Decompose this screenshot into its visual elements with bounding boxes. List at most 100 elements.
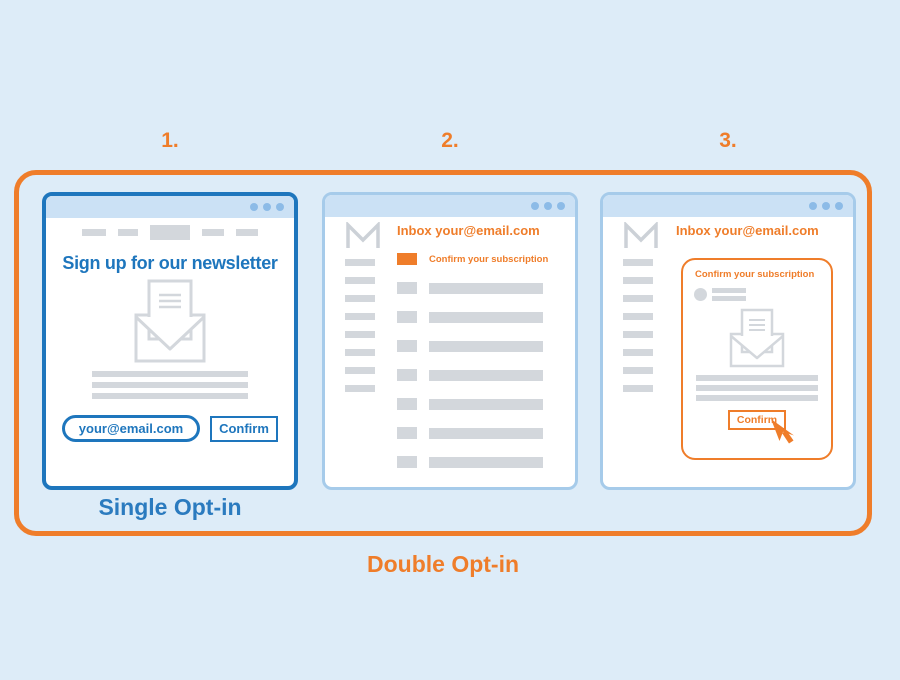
text-skeleton-line	[92, 371, 248, 377]
step-number-3: 3.	[719, 129, 737, 152]
nav-skeleton	[46, 225, 294, 240]
confirm-button-area: Confirm	[728, 410, 794, 444]
sidebar-skeleton-line	[345, 385, 375, 392]
confirm-email-content: Inbox your@email.com Confirm your subscr…	[603, 217, 853, 487]
email-list: Confirm your subscription	[397, 253, 548, 485]
sidebar-skeleton-line	[623, 259, 653, 266]
opened-email-panel: Confirm your subscription	[681, 258, 833, 460]
sender-skeleton	[397, 398, 417, 410]
sidebar-skeleton-line	[623, 349, 653, 356]
window-dot-icon	[557, 202, 565, 210]
unread-marker	[397, 253, 417, 265]
sidebar-skeleton-line	[623, 277, 653, 284]
window-titlebar	[46, 196, 294, 218]
text-skeleton	[46, 371, 294, 399]
nav-skeleton-logo-block	[150, 225, 190, 240]
subject-skeleton	[429, 340, 543, 352]
sender-skeleton	[712, 285, 746, 304]
window-dot-icon	[250, 203, 258, 211]
sidebar-skeleton-line	[345, 259, 375, 266]
sender-row	[694, 285, 831, 304]
double-optin-label: Double Opt-in	[366, 551, 520, 577]
subject-skeleton	[429, 398, 543, 410]
sidebar-skeleton-line	[623, 367, 653, 374]
email-input[interactable]	[62, 415, 200, 442]
subject-skeleton	[429, 282, 543, 294]
window-dot-icon	[822, 202, 830, 210]
envelope-open-icon	[46, 279, 294, 363]
email-row[interactable]	[397, 427, 548, 439]
sidebar-skeleton	[623, 259, 659, 392]
double-optin-frame	[14, 170, 872, 536]
window-dot-icon	[809, 202, 817, 210]
sender-skeleton	[397, 340, 417, 352]
text-skeleton-line	[92, 382, 248, 388]
envelope-open-icon	[683, 308, 831, 368]
mail-sidebar	[623, 222, 659, 403]
window-dot-icon	[531, 202, 539, 210]
sender-skeleton	[397, 311, 417, 323]
window-dot-icon	[544, 202, 552, 210]
subject-skeleton	[429, 456, 543, 468]
sidebar-skeleton-line	[623, 313, 653, 320]
email-subject: Confirm your subscription	[429, 253, 549, 265]
browser-window-confirm-email: Inbox your@email.com Confirm your subscr…	[600, 192, 856, 490]
email-row[interactable]	[397, 456, 548, 468]
email-row[interactable]	[397, 311, 548, 323]
sidebar-skeleton-line	[345, 313, 375, 320]
sender-skeleton	[397, 282, 417, 294]
window-dot-icon	[835, 202, 843, 210]
nav-skeleton-block	[236, 229, 258, 236]
nav-skeleton-block	[118, 229, 138, 236]
sidebar-skeleton-line	[623, 331, 653, 338]
inbox-header: Inbox your@email.com	[676, 223, 819, 238]
avatar	[694, 288, 707, 301]
browser-window-signup: Sign up for our newsletter Confirm	[42, 192, 298, 490]
sender-skeleton	[397, 369, 417, 381]
subject-skeleton	[429, 369, 543, 381]
newsletter-title: Sign up for our newsletter	[62, 253, 278, 273]
email-row-highlighted[interactable]: Confirm your subscription	[397, 253, 548, 265]
text-skeleton-line	[696, 375, 818, 381]
subject-skeleton	[429, 427, 543, 439]
nav-skeleton-block	[202, 229, 224, 236]
browser-window-inbox: Inbox your@email.com Confirm your subscr…	[322, 192, 578, 490]
signup-form: Confirm	[46, 415, 294, 442]
inbox-header: Inbox your@email.com	[397, 223, 540, 238]
email-row[interactable]	[397, 398, 548, 410]
single-optin-label: Single Opt-in	[98, 494, 242, 520]
sender-skeleton	[397, 456, 417, 468]
window-titlebar	[325, 195, 575, 217]
window-dot-icon	[276, 203, 284, 211]
email-row[interactable]	[397, 340, 548, 352]
subject-skeleton	[429, 311, 543, 323]
step-number-2: 2.	[441, 129, 459, 152]
email-row[interactable]	[397, 369, 548, 381]
sidebar-skeleton-line	[345, 277, 375, 284]
email-title: Confirm your subscription	[695, 269, 815, 280]
email-row[interactable]	[397, 282, 548, 294]
window-dot-icon	[263, 203, 271, 211]
signup-page-content: Sign up for our newsletter Confirm	[46, 225, 294, 486]
sidebar-skeleton-line	[345, 367, 375, 374]
inbox-content: Inbox your@email.com Confirm your subscr…	[325, 217, 575, 487]
mail-sidebar	[345, 222, 381, 403]
sender-skeleton	[397, 427, 417, 439]
sidebar-skeleton-line	[623, 295, 653, 302]
gmail-m-icon	[623, 222, 659, 250]
sender-skeleton-line	[712, 296, 746, 301]
sender-skeleton-line	[712, 288, 746, 293]
text-skeleton-line	[696, 385, 818, 391]
sidebar-skeleton	[345, 259, 381, 392]
sidebar-skeleton-line	[345, 349, 375, 356]
gmail-m-icon	[345, 222, 381, 250]
confirm-button[interactable]: Confirm	[728, 410, 786, 430]
confirm-button[interactable]: Confirm	[210, 415, 278, 442]
sidebar-skeleton-line	[623, 385, 653, 392]
sidebar-skeleton-line	[345, 295, 375, 302]
nav-skeleton-block	[82, 229, 106, 236]
window-titlebar	[603, 195, 853, 217]
sidebar-skeleton-line	[345, 331, 375, 338]
step-number-1: 1.	[161, 129, 179, 152]
